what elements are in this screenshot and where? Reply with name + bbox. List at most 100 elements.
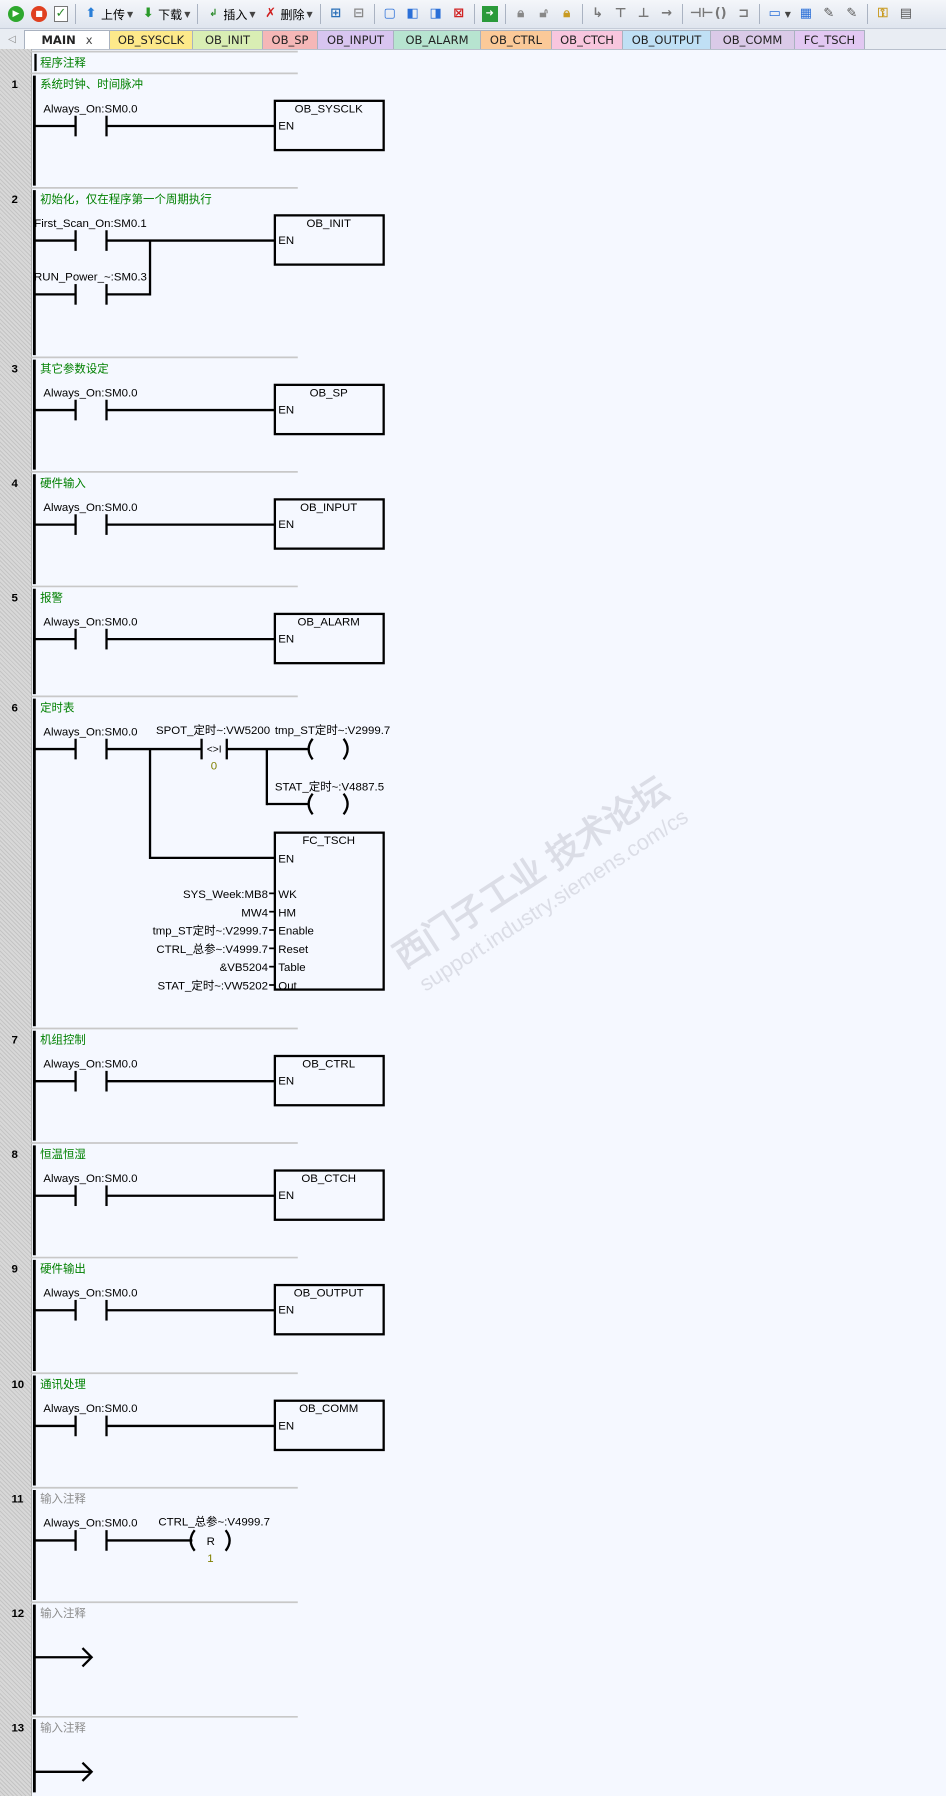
- network-comment[interactable]: 输入注释: [40, 1492, 86, 1506]
- chevron-down-icon[interactable]: ▼: [784, 9, 791, 19]
- insert-contact-button[interactable]: ⊣⊢: [688, 3, 714, 25]
- tab-ob-ctch[interactable]: OB_CTCH: [551, 30, 623, 49]
- normally-open-contact[interactable]: [74, 115, 108, 137]
- line-left-button[interactable]: ⊥: [634, 3, 654, 25]
- function-block[interactable]: [273, 383, 385, 436]
- tab-scroll-left-icon[interactable]: ◁: [8, 34, 16, 45]
- line-right-button[interactable]: →: [657, 3, 677, 25]
- network-comment[interactable]: 输入注释: [40, 1721, 86, 1735]
- function-block[interactable]: [273, 99, 385, 152]
- goto-button[interactable]: ➜: [480, 3, 500, 25]
- chevron-down-icon[interactable]: ▼: [127, 9, 134, 19]
- insert-button[interactable]: ↲插入▼: [203, 3, 257, 25]
- network-comment[interactable]: 其它参数设定: [40, 361, 109, 375]
- block-frame: [273, 1283, 385, 1336]
- password-button[interactable]: ⚿: [873, 3, 893, 25]
- pou-button[interactable]: ▭▼: [765, 3, 793, 25]
- normally-open-contact[interactable]: [74, 738, 108, 760]
- network-collapse-button[interactable]: ⊟: [349, 3, 369, 25]
- download-button[interactable]: ⬇下载▼: [138, 3, 192, 25]
- network-comment[interactable]: 硬件输入: [40, 476, 86, 490]
- output-coil[interactable]: [307, 738, 349, 761]
- network-comment[interactable]: 定时表: [40, 700, 75, 714]
- network-comment[interactable]: 硬件输出: [40, 1261, 86, 1275]
- next-bookmark-icon: ◨: [429, 6, 442, 21]
- block-en-pin: EN: [278, 1420, 294, 1432]
- insert-icon: ↲: [209, 8, 218, 19]
- network-number: 7: [11, 1034, 17, 1046]
- normally-open-contact[interactable]: [74, 1530, 108, 1551]
- network-comment[interactable]: 输入注释: [40, 1606, 86, 1620]
- collapse-icon: ⊟: [353, 6, 365, 21]
- block-pin-name: HM: [278, 907, 296, 919]
- tab-ob-sysclk[interactable]: OB_SYSCLK: [109, 30, 193, 49]
- line-down-button[interactable]: ↳: [588, 3, 608, 25]
- function-block[interactable]: [273, 214, 385, 266]
- output-coil[interactable]: [307, 793, 349, 816]
- line-up-button[interactable]: ⊤: [611, 3, 631, 25]
- normally-open-contact[interactable]: [74, 1415, 108, 1437]
- reset-coil[interactable]: [189, 1529, 231, 1552]
- properties-button[interactable]: ✎: [819, 3, 839, 25]
- network-comment[interactable]: 报警: [40, 590, 63, 604]
- function-block[interactable]: [273, 1169, 385, 1221]
- tab-ob-init[interactable]: OB_INIT: [192, 30, 263, 49]
- tab-ob-sp[interactable]: OB_SP: [262, 30, 318, 49]
- block-title: OB_COMM: [299, 1403, 358, 1415]
- lock-button[interactable]: 🔒︎: [511, 3, 531, 25]
- run-button[interactable]: ▶: [6, 3, 26, 25]
- stop-button[interactable]: ■: [29, 3, 49, 25]
- normally-open-contact[interactable]: [74, 514, 108, 535]
- prev-bookmark-button[interactable]: ◧: [403, 3, 423, 25]
- symbol-edit-button[interactable]: ✎: [842, 3, 862, 25]
- close-tab-icon[interactable]: x: [85, 33, 93, 47]
- function-block[interactable]: [273, 498, 385, 550]
- normally-open-contact[interactable]: [74, 1299, 108, 1321]
- network-comment[interactable]: 初始化，仅在程序第一个周期执行: [40, 192, 212, 206]
- upload-button[interactable]: ⬆上传▼: [81, 3, 135, 25]
- tab-ob-output[interactable]: OB_OUTPUT: [622, 30, 711, 49]
- normally-open-contact[interactable]: [74, 230, 108, 251]
- network-comment[interactable]: 恒温恒湿: [40, 1147, 86, 1161]
- tab-ob-input[interactable]: OB_INPUT: [317, 30, 394, 49]
- rung-end-arrow-icon: [81, 1761, 94, 1782]
- compile-button[interactable]: ✓: [52, 3, 70, 25]
- insert-box-button[interactable]: ⊐: [734, 3, 754, 25]
- tab-label: OB_SP: [271, 33, 309, 47]
- function-block[interactable]: [273, 1399, 385, 1452]
- tab-ob-alarm[interactable]: OB_ALARM: [393, 30, 481, 49]
- function-block[interactable]: [273, 1283, 385, 1336]
- protect-button[interactable]: 🔒︎: [557, 3, 577, 25]
- insert-coil-button[interactable]: (): [711, 3, 731, 25]
- chevron-down-icon[interactable]: ▼: [249, 9, 256, 19]
- normally-open-contact[interactable]: [74, 399, 108, 421]
- chevron-down-icon[interactable]: ▼: [184, 9, 191, 19]
- symbol-table-button[interactable]: ▦: [796, 3, 816, 25]
- normally-open-contact[interactable]: [74, 284, 108, 305]
- block-en-pin: EN: [278, 634, 294, 646]
- tab-ob-ctrl[interactable]: OB_CTRL: [480, 30, 552, 49]
- normally-open-contact[interactable]: [74, 628, 108, 650]
- tab-ob-comm[interactable]: OB_COMM: [710, 30, 795, 49]
- block-title: OB_CTRL: [302, 1058, 355, 1070]
- normally-open-contact[interactable]: [74, 1185, 108, 1207]
- box-icon: ⊐: [738, 6, 750, 21]
- normally-open-contact[interactable]: [74, 1070, 108, 1092]
- contact-icon: ⊣⊢: [689, 6, 714, 21]
- chevron-down-icon[interactable]: ▼: [306, 9, 313, 19]
- block-en-pin: EN: [278, 519, 294, 531]
- unlock-button[interactable]: 🔓︎: [534, 3, 554, 25]
- network-comment[interactable]: 系统时钟、时间脉冲: [40, 77, 143, 91]
- clear-bookmarks-button[interactable]: ⊠: [449, 3, 469, 25]
- next-bookmark-button[interactable]: ◨: [426, 3, 446, 25]
- bookmark-button[interactable]: ▢: [380, 3, 400, 25]
- network-comment[interactable]: 机组控制: [40, 1032, 86, 1046]
- function-block[interactable]: [273, 1054, 385, 1107]
- network-expand-button[interactable]: ⊞: [326, 3, 346, 25]
- tab-fc-tsch[interactable]: FC_TSCH: [794, 30, 865, 49]
- function-block[interactable]: [273, 612, 385, 665]
- network-comment[interactable]: 通讯处理: [40, 1378, 86, 1391]
- delete-button[interactable]: ✗删除▼: [261, 3, 315, 25]
- notes-button[interactable]: ▤: [896, 3, 916, 25]
